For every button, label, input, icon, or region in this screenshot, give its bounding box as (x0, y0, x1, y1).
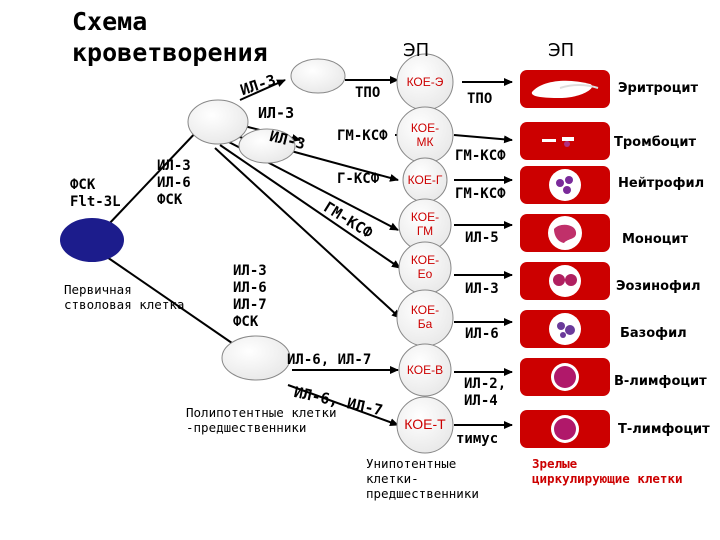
mature-caption: Зрелые циркулирующие клетки (532, 456, 683, 486)
platelet-name: Тромбоцит (614, 135, 697, 150)
gm-csf-arrow-label: ГМ-КСФ (337, 128, 388, 144)
neutrophil-icon (549, 169, 581, 201)
neutrophil-image (520, 166, 610, 204)
basophil-image (520, 310, 610, 348)
arrow-mk-to-mature (453, 134, 513, 144)
koe-t-node (396, 396, 454, 454)
il6-il7-label-a: ИЛ-6, ИЛ-7 (287, 352, 372, 368)
arrow-stem-to-lower (103, 254, 246, 353)
eosinophil-name: Эозинофил (616, 279, 701, 294)
top-progenitor-node (290, 58, 346, 94)
koe-gm-label: КОЕ- ГМ (410, 210, 440, 238)
t-lymphocyte-image (520, 410, 610, 448)
stem-to-upper-factors: ИЛ-3 ИЛ-6 ФСК (157, 158, 191, 208)
koe-t-label: КОЕ-Т (404, 416, 446, 432)
lower-progenitor-factors: ИЛ-3 ИЛ-6 ИЛ-7 ФСК (233, 263, 267, 330)
koe-g-label: КОЕ-Г (407, 173, 443, 187)
g-csf-arrow-label: Г-КСФ (337, 171, 380, 187)
t-lymphocyte-name: Т-лимфоцит (618, 422, 710, 437)
koe-mk-label: КОЕ- МК (410, 121, 440, 149)
factor-ba: ИЛ-6 (465, 326, 499, 342)
platelet-icon (542, 137, 574, 147)
unipotent-caption: Унипотентные клетки- предшественники (366, 456, 479, 501)
arrow-stem-to-upper (106, 127, 201, 227)
basophil-name: Базофил (620, 326, 687, 341)
upper-progenitor-node (187, 99, 249, 145)
b-lymphocyte-name: В-лимфоцит (614, 374, 707, 389)
b-lymphocyte-icon (551, 363, 579, 391)
eosinophil-image (520, 262, 610, 300)
basophil-icon (549, 313, 581, 345)
primary-stem-cell (60, 218, 124, 262)
middle-progenitor-node (238, 128, 296, 164)
koe-e-label: КОЕ-Э (406, 75, 444, 89)
b-lymphocyte-image (520, 358, 610, 396)
il3-label-b: ИЛ-3 (258, 104, 295, 122)
eosinophil-icon (549, 265, 581, 297)
neutrophil-name: Нейтрофил (618, 176, 705, 191)
factor-gm: ИЛ-5 (465, 230, 499, 246)
arrow-to-koe-ba (214, 147, 401, 319)
koe-b-label: КОЕ-В (406, 363, 444, 377)
factor-e: ТПО (467, 91, 493, 107)
monocyte-image (520, 214, 610, 252)
koe-ba-label: КОЕ- Ба (410, 303, 440, 331)
erythrocyte-name: Эритроцит (618, 81, 699, 96)
ep-label-left: ЭП (403, 40, 430, 61)
factor-t: тимус (456, 431, 499, 447)
erythrocyte-image (520, 70, 610, 108)
monocyte-icon (548, 216, 582, 250)
ep-label-right: ЭП (548, 40, 575, 61)
stem-factors-label: ФСК Flt-3L (70, 177, 121, 210)
koe-eo-label: КОЕ- Ео (410, 253, 440, 281)
lower-progenitor-node (221, 335, 291, 381)
stem-cell-label: Первичная стволовая клетка (64, 282, 185, 312)
factor-mk: ГМ-КСФ (455, 148, 506, 164)
arrow-to-koe-t (287, 384, 399, 427)
arrow-upper-to-top (239, 79, 286, 101)
koe-b-node (398, 343, 452, 397)
platelet-image (520, 122, 610, 160)
factor-eo: ИЛ-3 (465, 281, 499, 297)
t-lymphocyte-icon (551, 415, 579, 443)
arrow-to-koe-eo (219, 144, 401, 269)
tpo-arrow-label: ТПО (355, 85, 381, 101)
monocyte-name: Моноцит (622, 232, 689, 247)
page-title: Схема кроветворения (72, 7, 268, 67)
erythrocyte-icon (531, 80, 599, 98)
factor-b: ИЛ-2, ИЛ-4 (464, 376, 507, 409)
polypotent-label: Полипотентные клетки -предшественники (186, 405, 337, 435)
factor-g: ГМ-КСФ (455, 186, 506, 202)
